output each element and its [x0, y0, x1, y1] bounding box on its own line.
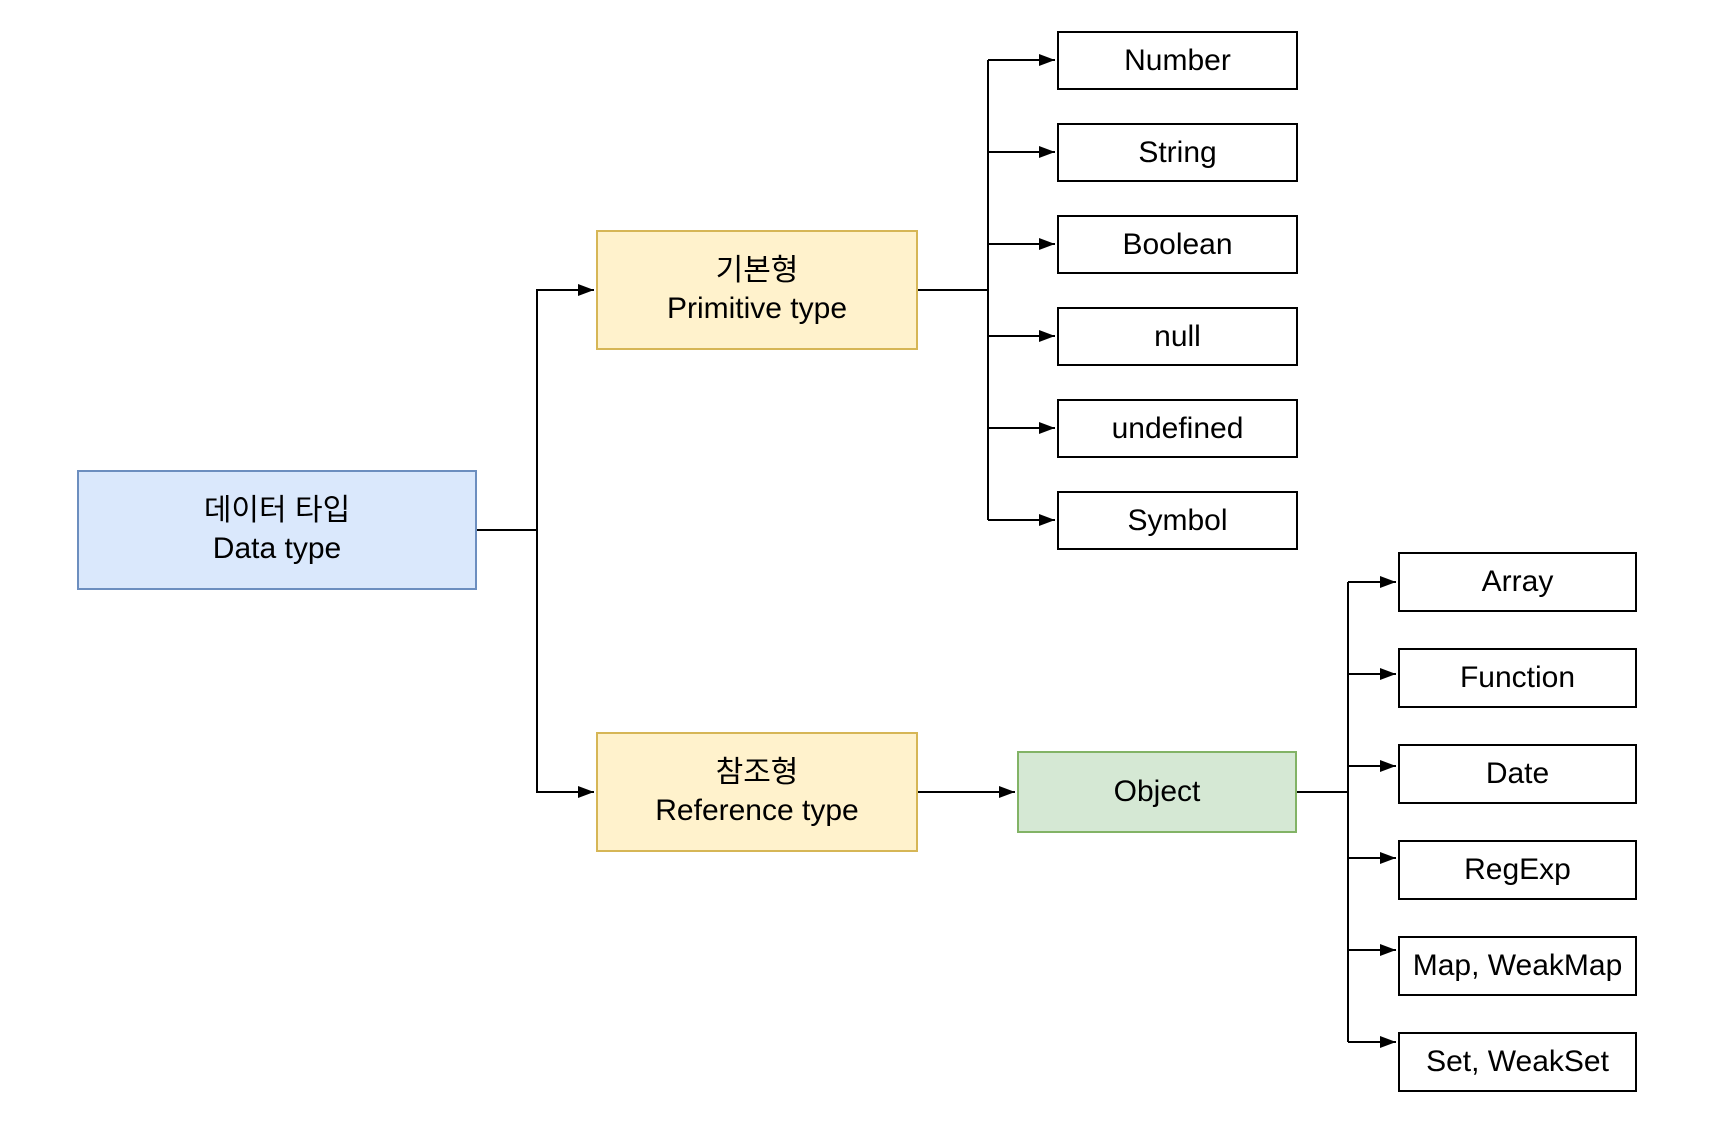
node-data-type: 데이터 타입 Data type — [77, 470, 477, 590]
node-object-label: Object — [1113, 775, 1201, 808]
node-function: Function — [1398, 648, 1637, 708]
node-regexp-label: RegExp — [1464, 853, 1571, 886]
node-undefined-label: undefined — [1111, 411, 1244, 445]
node-map-weakmap-label: Map, WeakMap — [1412, 949, 1623, 982]
edge-datatype-to-primitive — [477, 284, 594, 531]
node-function-label: Function — [1459, 661, 1576, 694]
node-reference-type-label-en: Reference type — [655, 794, 859, 827]
node-boolean: Boolean — [1057, 215, 1298, 274]
node-number-label: Number — [1124, 43, 1231, 77]
node-array: Array — [1398, 552, 1637, 612]
node-data-type-label-ko: 데이터 타입 — [203, 494, 351, 527]
node-string: String — [1057, 123, 1298, 182]
node-string-label: String — [1138, 135, 1217, 169]
node-set-weakset-label: Set, WeakSet — [1426, 1045, 1609, 1078]
node-object: Object — [1017, 751, 1297, 833]
node-null: null — [1057, 307, 1298, 366]
node-symbol-label: Symbol — [1127, 503, 1228, 537]
node-reference-type: 참조형 Reference type — [596, 732, 918, 852]
node-number: Number — [1057, 31, 1298, 90]
node-symbol: Symbol — [1057, 491, 1298, 550]
edge-datatype-to-reference — [477, 529, 594, 798]
node-regexp: RegExp — [1398, 840, 1637, 900]
node-date-label: Date — [1485, 757, 1550, 790]
node-primitive-type-label-en: Primitive type — [666, 292, 848, 325]
node-primitive-type-label-ko: 기본형 — [715, 254, 799, 287]
node-null-label: null — [1154, 319, 1201, 353]
node-primitive-type: 기본형 Primitive type — [596, 230, 918, 350]
node-data-type-label-en: Data type — [212, 532, 342, 565]
node-undefined: undefined — [1057, 399, 1298, 458]
node-map-weakmap: Map, WeakMap — [1398, 936, 1637, 996]
node-boolean-label: Boolean — [1122, 227, 1233, 261]
node-set-weakset: Set, WeakSet — [1398, 1032, 1637, 1092]
node-array-label: Array — [1481, 565, 1554, 598]
node-date: Date — [1398, 744, 1637, 804]
node-reference-type-label-ko: 참조형 — [715, 756, 799, 789]
